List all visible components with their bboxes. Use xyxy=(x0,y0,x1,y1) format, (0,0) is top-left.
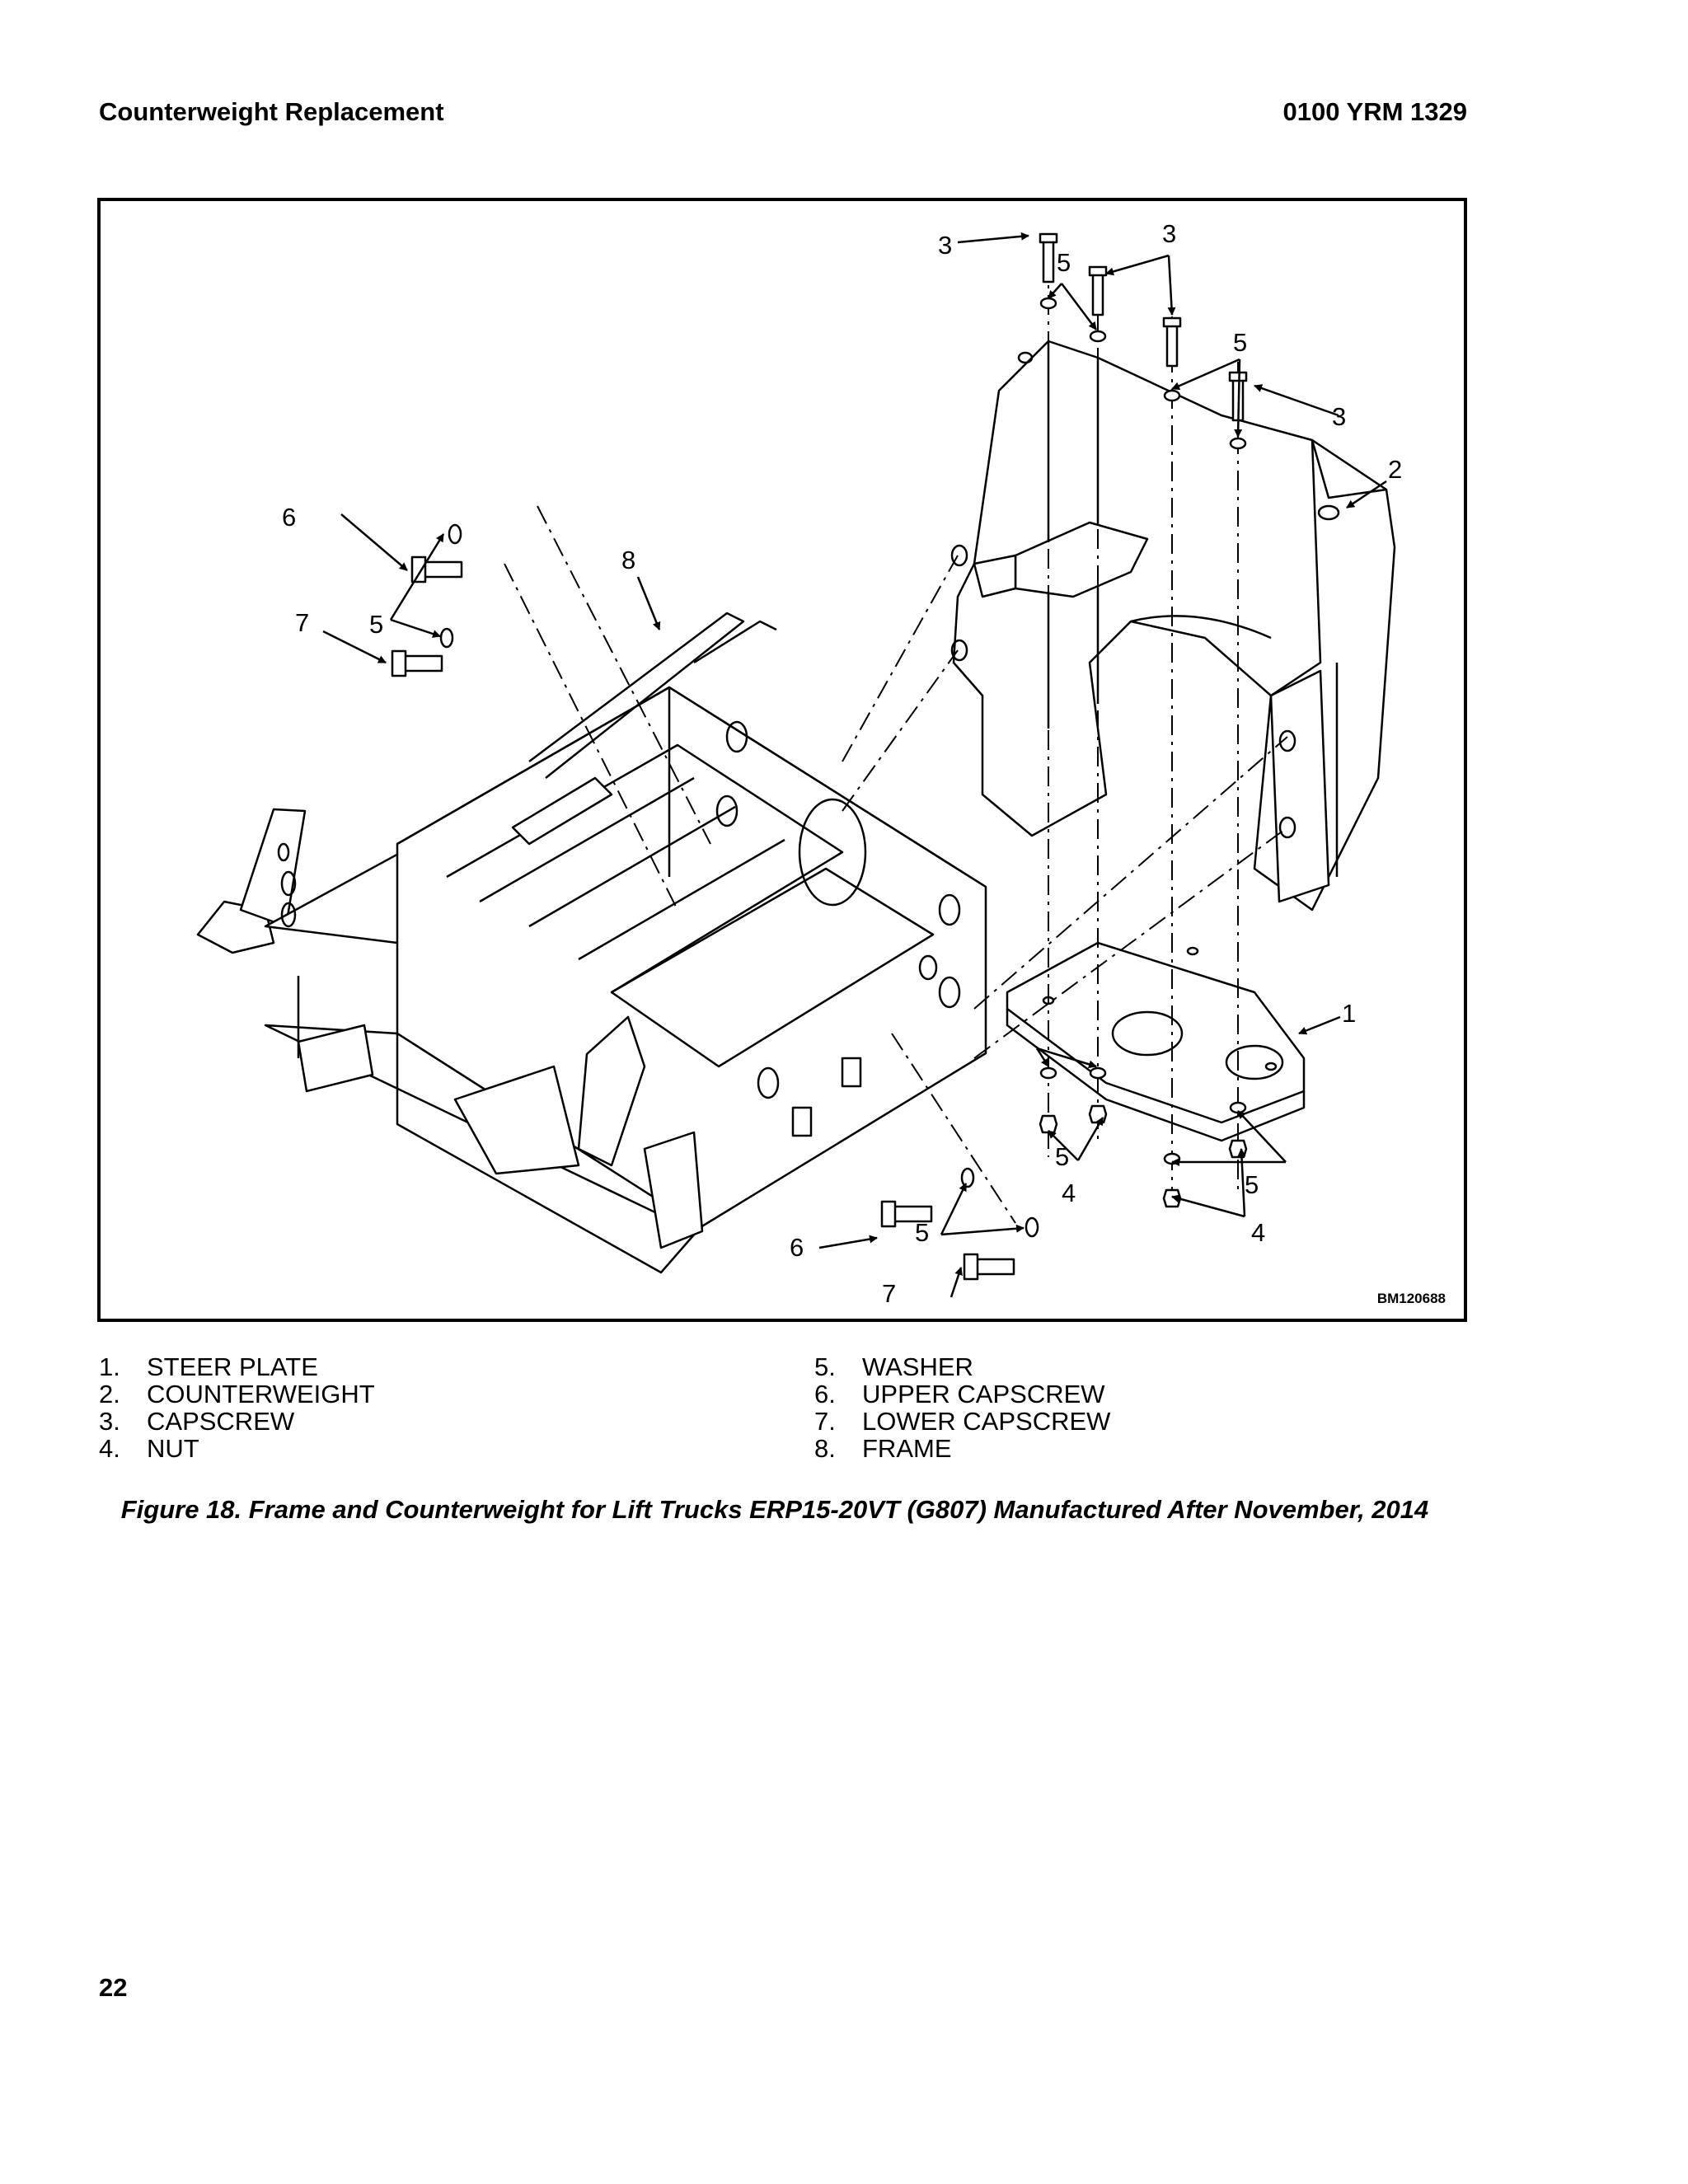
capscrew-drawings xyxy=(391,232,1248,1281)
callout-3: 3 xyxy=(938,231,952,260)
callout-2: 2 xyxy=(1388,455,1402,484)
legend-item: 6. UPPER CAPSCREW xyxy=(814,1380,1110,1408)
exploded-view-drawing: 3 5 3 5 3 2 1 5 4 5 4 6 8 7 5 6 5 7 xyxy=(196,219,1402,1308)
legend-item: 3. CAPSCREW xyxy=(99,1408,375,1435)
legend-label: WASHER xyxy=(862,1352,973,1381)
legend-label: UPPER CAPSCREW xyxy=(862,1380,1105,1408)
legend-number: 4. xyxy=(99,1434,120,1463)
legend-left-column: 1. STEER PLATE 2. COUNTERWEIGHT 3. CAPSCREW… xyxy=(99,1353,375,1462)
legend-number: 1. xyxy=(99,1352,120,1381)
legend-label: COUNTERWEIGHT xyxy=(147,1380,375,1408)
legend-item: 7. LOWER CAPSCREW xyxy=(814,1408,1110,1435)
exploded-view-figure: 3 5 3 5 3 2 1 5 4 5 4 6 8 7 5 6 5 7 BM12… xyxy=(97,198,1467,1322)
callout-5: 5 xyxy=(1245,1170,1259,1199)
page-number: 22 xyxy=(99,1973,128,2002)
legend-label: FRAME xyxy=(862,1434,952,1463)
callout-7: 7 xyxy=(882,1279,896,1308)
legend-label: NUT xyxy=(147,1434,199,1463)
callout-6: 6 xyxy=(282,503,296,532)
callout-4: 4 xyxy=(1062,1179,1076,1207)
callout-7: 7 xyxy=(295,608,309,637)
section-title: Counterweight Replacement xyxy=(99,97,444,126)
legend-number: 8. xyxy=(814,1434,836,1463)
legend-item: 2. COUNTERWEIGHT xyxy=(99,1380,375,1408)
document-number: 0100 YRM 1329 xyxy=(1282,97,1467,126)
callout-5: 5 xyxy=(1233,328,1247,357)
legend-number: 7. xyxy=(814,1407,836,1436)
callout-1: 1 xyxy=(1342,999,1356,1028)
legend-label: CAPSCREW xyxy=(147,1407,295,1436)
callout-5: 5 xyxy=(1055,1142,1069,1171)
legend-item: 1. STEER PLATE xyxy=(99,1353,375,1380)
legend-item: 5. WASHER xyxy=(814,1353,1110,1380)
callout-3: 3 xyxy=(1162,219,1176,248)
callout-5: 5 xyxy=(1057,248,1071,277)
legend-number: 3. xyxy=(99,1407,120,1436)
callout-6: 6 xyxy=(790,1233,804,1262)
steer-plate-drawing xyxy=(1006,941,1306,1142)
legend-number: 2. xyxy=(99,1380,120,1408)
callout-5: 5 xyxy=(915,1218,929,1247)
legend-label: STEER PLATE xyxy=(147,1352,318,1381)
legend-right-column: 5. WASHER 6. UPPER CAPSCREW 7. LOWER CAPSCR… xyxy=(814,1353,1110,1462)
counterweight-drawing xyxy=(950,340,1396,912)
legend-item: 8. FRAME xyxy=(814,1435,1110,1462)
legend-item: 4. NUT xyxy=(99,1435,375,1462)
legend-label: LOWER CAPSCREW xyxy=(862,1407,1111,1436)
legend-number: 6. xyxy=(814,1380,836,1408)
frame-drawing xyxy=(196,612,987,1274)
callout-8: 8 xyxy=(621,546,635,574)
legend-number: 5. xyxy=(814,1352,836,1381)
callout-3: 3 xyxy=(1332,402,1346,431)
nut-drawings xyxy=(1039,1104,1248,1208)
callout-4: 4 xyxy=(1251,1218,1265,1247)
callout-5: 5 xyxy=(369,610,383,639)
drawing-id: BM120688 xyxy=(1376,1291,1446,1306)
figure-caption: Figure 18. Frame and Counterweight for L… xyxy=(120,1495,1429,1524)
